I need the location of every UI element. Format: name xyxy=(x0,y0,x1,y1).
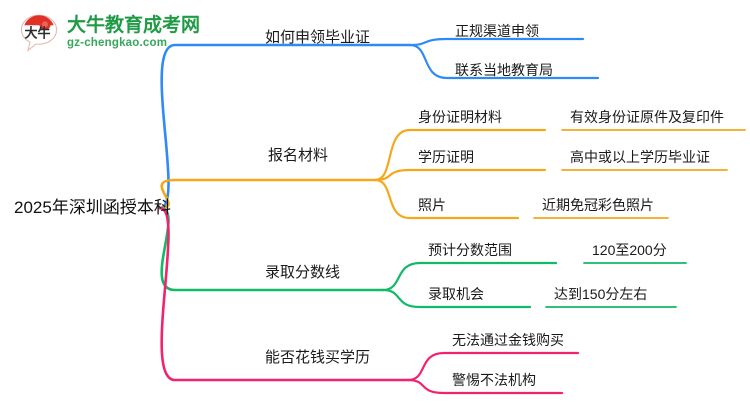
brand-domain: gz-chengkao.com xyxy=(67,37,168,50)
leaf-label-2-3-1[interactable]: 近期免冠彩色照片 xyxy=(542,197,654,213)
sub-branch-3-2 xyxy=(381,288,532,309)
sub-branch-label-1-2[interactable]: 联系当地教育局 xyxy=(455,62,553,78)
leaf-label-3-1-1[interactable]: 120至200分 xyxy=(592,242,667,258)
sub-branch-2-2 xyxy=(373,168,547,182)
branch-trunk-2 xyxy=(158,178,377,210)
sub-branch-label-2-1[interactable]: 身份证明材料 xyxy=(418,109,502,125)
sub-branch-2-3 xyxy=(373,178,520,220)
sub-branch-4-2 xyxy=(406,378,564,395)
branch-label-3[interactable]: 录取分数线 xyxy=(265,264,341,281)
daniu-speech-bubble-logo-icon: 大牛 xyxy=(18,12,60,54)
branch-trunk-4 xyxy=(158,206,410,382)
sub-branch-label-4-1[interactable]: 无法通过金钱购买 xyxy=(452,332,564,348)
sub-branch-label-1-1[interactable]: 正规渠道申领 xyxy=(455,23,539,39)
brand-wordmark: 大牛教育成考网 gz-chengkao.com xyxy=(67,16,200,50)
sub-branch-label-2-2[interactable]: 学历证明 xyxy=(418,149,474,165)
leaf-label-3-2-1[interactable]: 达到150分左右 xyxy=(554,286,648,302)
sub-branch-3-1 xyxy=(381,261,558,292)
sub-branch-label-3-1[interactable]: 预计分数范围 xyxy=(428,242,512,258)
sub-branch-2-1 xyxy=(373,128,547,182)
sub-branch-label-2-3[interactable]: 照片 xyxy=(418,197,446,213)
sub-branch-label-4-2[interactable]: 警惕不法机构 xyxy=(452,372,536,388)
branch-label-1[interactable]: 如何申领毕业证 xyxy=(265,29,371,46)
svg-text:大牛: 大牛 xyxy=(24,25,50,40)
branch-label-2[interactable]: 报名材料 xyxy=(268,147,329,164)
sub-branch-1-2 xyxy=(408,43,600,80)
mindmap-root-node[interactable]: 2025年深圳函授本科 xyxy=(14,198,171,217)
leaf-label-2-2-1[interactable]: 高中或以上学历毕业证 xyxy=(570,149,710,165)
brand-title: 大牛教育成考网 xyxy=(67,15,201,37)
sub-branch-label-3-2[interactable]: 录取机会 xyxy=(428,286,484,302)
site-logo: 大牛 大牛教育成考网 gz-chengkao.com xyxy=(18,10,248,56)
sub-branch-4-1 xyxy=(406,351,580,382)
leaf-label-2-1-1[interactable]: 有效身份证原件及复印件 xyxy=(570,109,724,125)
branch-label-4[interactable]: 能否花钱买学历 xyxy=(265,349,371,366)
